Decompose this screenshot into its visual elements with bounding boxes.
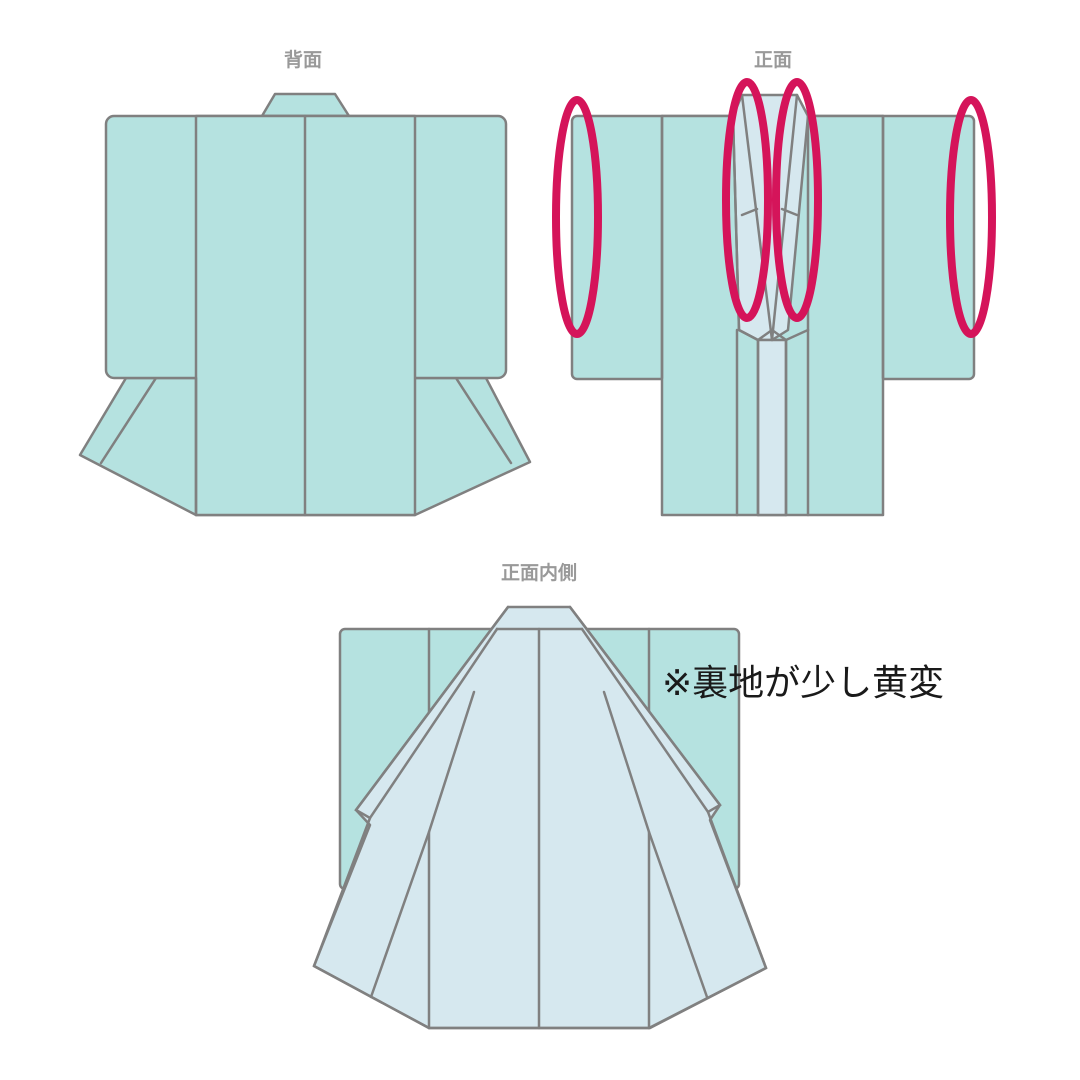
back-gusset-line-left [99,376,158,465]
lining-yellowing-note: ※裏地が少し黄変 [662,663,944,704]
front-collar-line-left [740,93,774,342]
inner-collar-right [568,605,722,814]
inner-outline-left [312,816,431,1030]
back-view: 背面 [78,48,532,517]
back-view-label: 背面 [284,48,322,71]
front-collar-line-right [770,93,799,342]
inner-gusset-right [647,830,709,999]
inner-collar-left [354,605,510,820]
damage-marker-right-collar [772,78,822,322]
damage-marker-left-sleeve [552,96,602,338]
front-view: 正面 [552,49,996,517]
front-collar-notch-left [740,207,759,217]
front-inner-strip [756,338,788,517]
front-view-label: 正面 [754,49,792,71]
inner-gusset-left [369,830,431,999]
inner-front-view-label: 正面内側 [501,561,577,584]
damage-marker-left-collar [722,78,772,322]
back-gusset-line-right [454,376,513,465]
front-collar-notch-right [780,207,799,217]
damage-marker-right-sleeve [946,96,996,338]
inner-outline-right [647,810,768,1030]
inner-front-view: 正面内側 [312,561,768,1030]
back-collar [260,92,351,118]
